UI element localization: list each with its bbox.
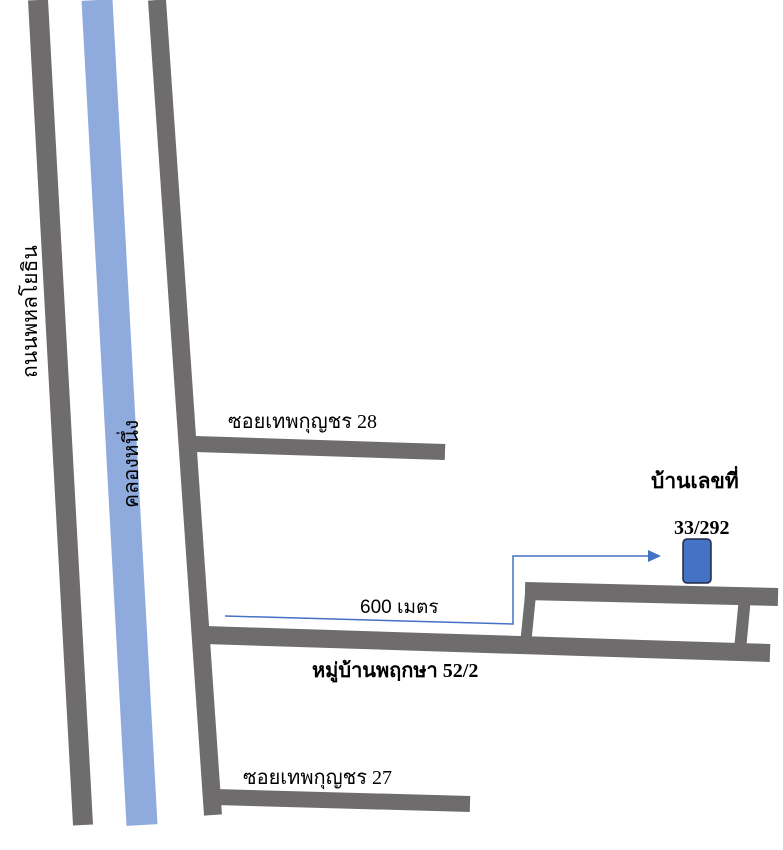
soi-28-label: ซอยเทพกุญชร 28 xyxy=(228,411,377,434)
main-road-label: ถนนพหลโยธิน xyxy=(18,245,42,378)
house-title-label: บ้านเลขที่ xyxy=(651,465,739,493)
village-road xyxy=(204,626,771,662)
house-marker-icon xyxy=(682,538,712,584)
soi-27-road xyxy=(214,789,471,812)
canal xyxy=(81,0,158,826)
frontage-road xyxy=(148,0,222,816)
village-label: หมู่บ้านพฤกษา 52/2 xyxy=(312,659,478,684)
village-connector-left xyxy=(520,589,537,641)
arrow-right-icon xyxy=(648,550,661,562)
soi-27-label: ซอยเทพกุญชร 27 xyxy=(243,767,392,790)
main-road xyxy=(28,0,93,826)
village-upper-road xyxy=(524,582,779,606)
canal-label: คลองหนึ่ง xyxy=(116,420,143,508)
route-line xyxy=(224,555,652,625)
house-number-label: 33/292 xyxy=(674,517,730,539)
distance-label: 600 เมตร xyxy=(360,597,439,618)
soi-28-road xyxy=(194,436,446,460)
village-connector-right xyxy=(734,596,751,651)
